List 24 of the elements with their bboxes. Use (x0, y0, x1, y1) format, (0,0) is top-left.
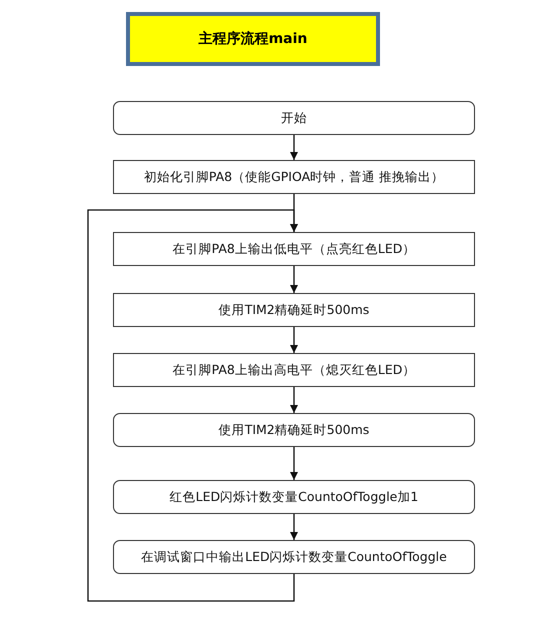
rounded-process-box (113, 413, 475, 447)
process-box (113, 232, 475, 266)
step-text: 在引脚PA8上输出低电平（点亮红色LED） (172, 240, 416, 258)
step-text: 使用TIM2精确延时500ms (218, 302, 370, 318)
step-text: 开始 (281, 110, 307, 126)
loop-back-arrow (87, 209, 298, 602)
process-box (113, 353, 475, 387)
arrow (290, 447, 298, 480)
rounded-process-box (113, 480, 475, 514)
arrow (290, 135, 298, 160)
title-text: 主程序流程main (198, 30, 308, 48)
step-text: 使用TIM2精确延时500ms (218, 422, 370, 438)
step-text: 红色LED闪烁计数变量CountoOfToggle加1 (170, 488, 418, 506)
arrow (290, 266, 298, 293)
step-text: 在调试窗口中输出LED闪烁计数变量CountoOfToggle (141, 548, 447, 566)
arrow (290, 514, 298, 540)
step-text: 在引脚PA8上输出高电平（熄灭红色LED） (172, 362, 416, 378)
rounded-process-box (113, 540, 475, 574)
arrow (290, 387, 298, 413)
process-box (113, 160, 475, 194)
rounded-process-box (113, 101, 475, 135)
arrow (290, 327, 298, 353)
step-text: 初始化引脚PA8（使能GPIOA时钟，普通 推挽输出） (144, 168, 444, 186)
process-box (113, 293, 475, 327)
